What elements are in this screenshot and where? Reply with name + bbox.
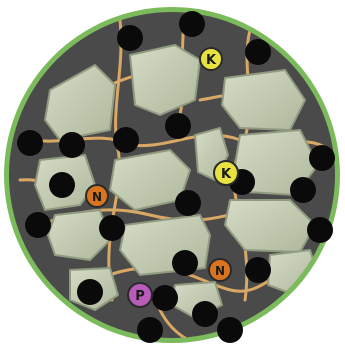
dark-particle <box>245 39 271 65</box>
dark-particle <box>99 215 125 241</box>
dark-particle <box>172 250 198 276</box>
ion-label: P <box>135 289 145 304</box>
nitrogen-ion: N <box>86 185 108 207</box>
ion-label: K <box>206 53 217 68</box>
dark-particle <box>165 113 191 139</box>
nitrogen-ion: N <box>209 259 231 281</box>
dark-particle <box>307 217 333 243</box>
dark-particle <box>117 25 143 51</box>
dark-particle <box>113 127 139 153</box>
dark-particle <box>245 257 271 283</box>
dark-particle <box>179 11 205 37</box>
dark-particle <box>175 190 201 216</box>
phosphorus-ion: P <box>128 283 152 307</box>
dark-particle <box>192 301 218 327</box>
potassium-ion: K <box>214 161 238 185</box>
dark-particle <box>25 212 51 238</box>
dark-particle <box>49 172 75 198</box>
dark-particle <box>17 130 43 156</box>
dark-particle <box>152 285 178 311</box>
dark-particle <box>290 177 316 203</box>
dark-particle <box>137 317 163 343</box>
dark-particle <box>77 279 103 305</box>
ion-label: N <box>215 264 225 278</box>
potassium-ion: K <box>200 48 222 70</box>
dark-particle <box>59 132 85 158</box>
dark-particle <box>217 317 243 343</box>
ion-label: K <box>221 167 232 182</box>
dark-particle <box>309 145 335 171</box>
ion-label: N <box>92 190 102 204</box>
